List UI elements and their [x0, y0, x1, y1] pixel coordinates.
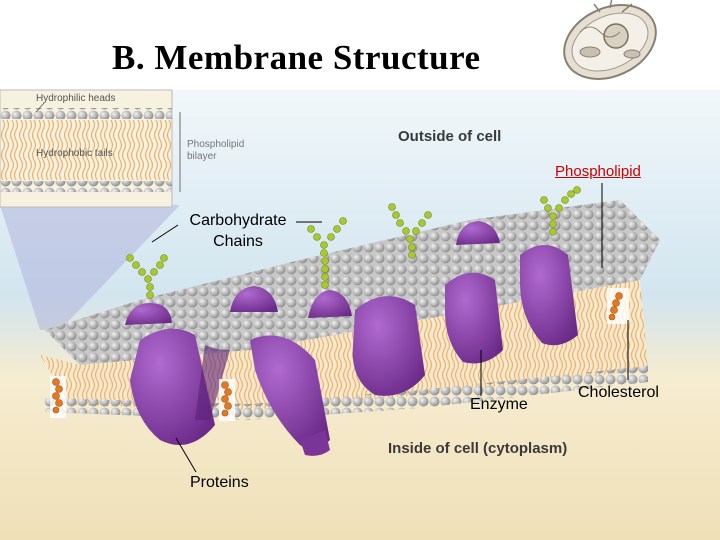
- protein-channel-2: [250, 335, 330, 449]
- carbohydrate-chains-text: Carbohydrate Chains: [189, 212, 287, 250]
- enzyme-protein: [445, 272, 503, 364]
- protein-channel-3: [352, 296, 425, 396]
- cholesterol-molecules: [50, 288, 629, 421]
- cell-thumbnail-icon: [563, 0, 657, 80]
- phospholipid-label[interactable]: Phospholipid: [555, 163, 641, 180]
- carbohydrate-chains: [126, 186, 581, 299]
- protein-channel-1: [130, 328, 215, 445]
- proteins-label: Proteins: [190, 474, 249, 491]
- hydrophilic-heads-label: Hydrophilic heads: [36, 93, 116, 104]
- slide-title: B. Membrane Structure: [112, 38, 481, 77]
- protein-top-2: [230, 286, 278, 312]
- carbohydrate-chains-label: Carbohydrate Chains: [178, 210, 298, 252]
- leader-lines: [151, 183, 629, 473]
- phospholipid-bilayer-label: Phospholipid bilayer: [187, 139, 245, 162]
- protein-top-4: [456, 221, 500, 245]
- hydrophobic-tails-label: Hydrophobic tails: [36, 148, 113, 159]
- bilayer-inset: [0, 89, 181, 330]
- protein-top-1: [125, 303, 172, 325]
- inside-cell-label: Inside of cell (cytoplasm): [388, 440, 568, 457]
- proteins: [125, 221, 578, 456]
- cholesterol-label: Cholesterol: [578, 384, 659, 401]
- protein-top-3: [308, 290, 352, 318]
- enzyme-label: Enzyme: [470, 396, 528, 413]
- outside-cell-label: Outside of cell: [398, 128, 502, 145]
- protein-channel-4: [520, 245, 578, 346]
